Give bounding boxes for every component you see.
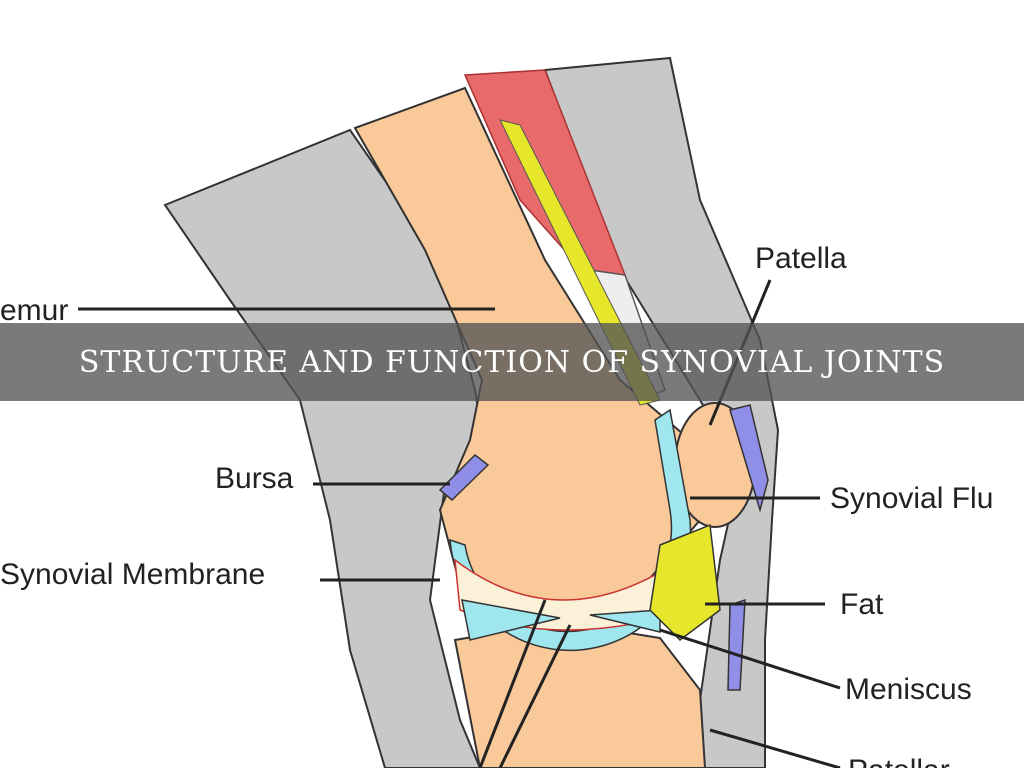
label-synovial-fluid: Synovial Flu xyxy=(830,482,993,515)
label-femur: emur xyxy=(0,294,68,327)
label-fat: Fat xyxy=(840,588,884,621)
bursa-shapes xyxy=(438,404,769,691)
label-patella: Patella xyxy=(755,242,847,275)
label-meniscus: Meniscus xyxy=(845,673,972,706)
label-synovial-membrane: Synovial Membrane xyxy=(0,558,265,591)
label-bursa: Bursa xyxy=(215,462,294,495)
label-patellar: Patellar xyxy=(848,754,950,768)
title-banner: STRUCTURE AND FUNCTION OF SYNOVIAL JOINT… xyxy=(0,323,1024,401)
fat-pad-lower xyxy=(649,523,721,641)
slide-title: STRUCTURE AND FUNCTION OF SYNOVIAL JOINT… xyxy=(78,344,946,380)
